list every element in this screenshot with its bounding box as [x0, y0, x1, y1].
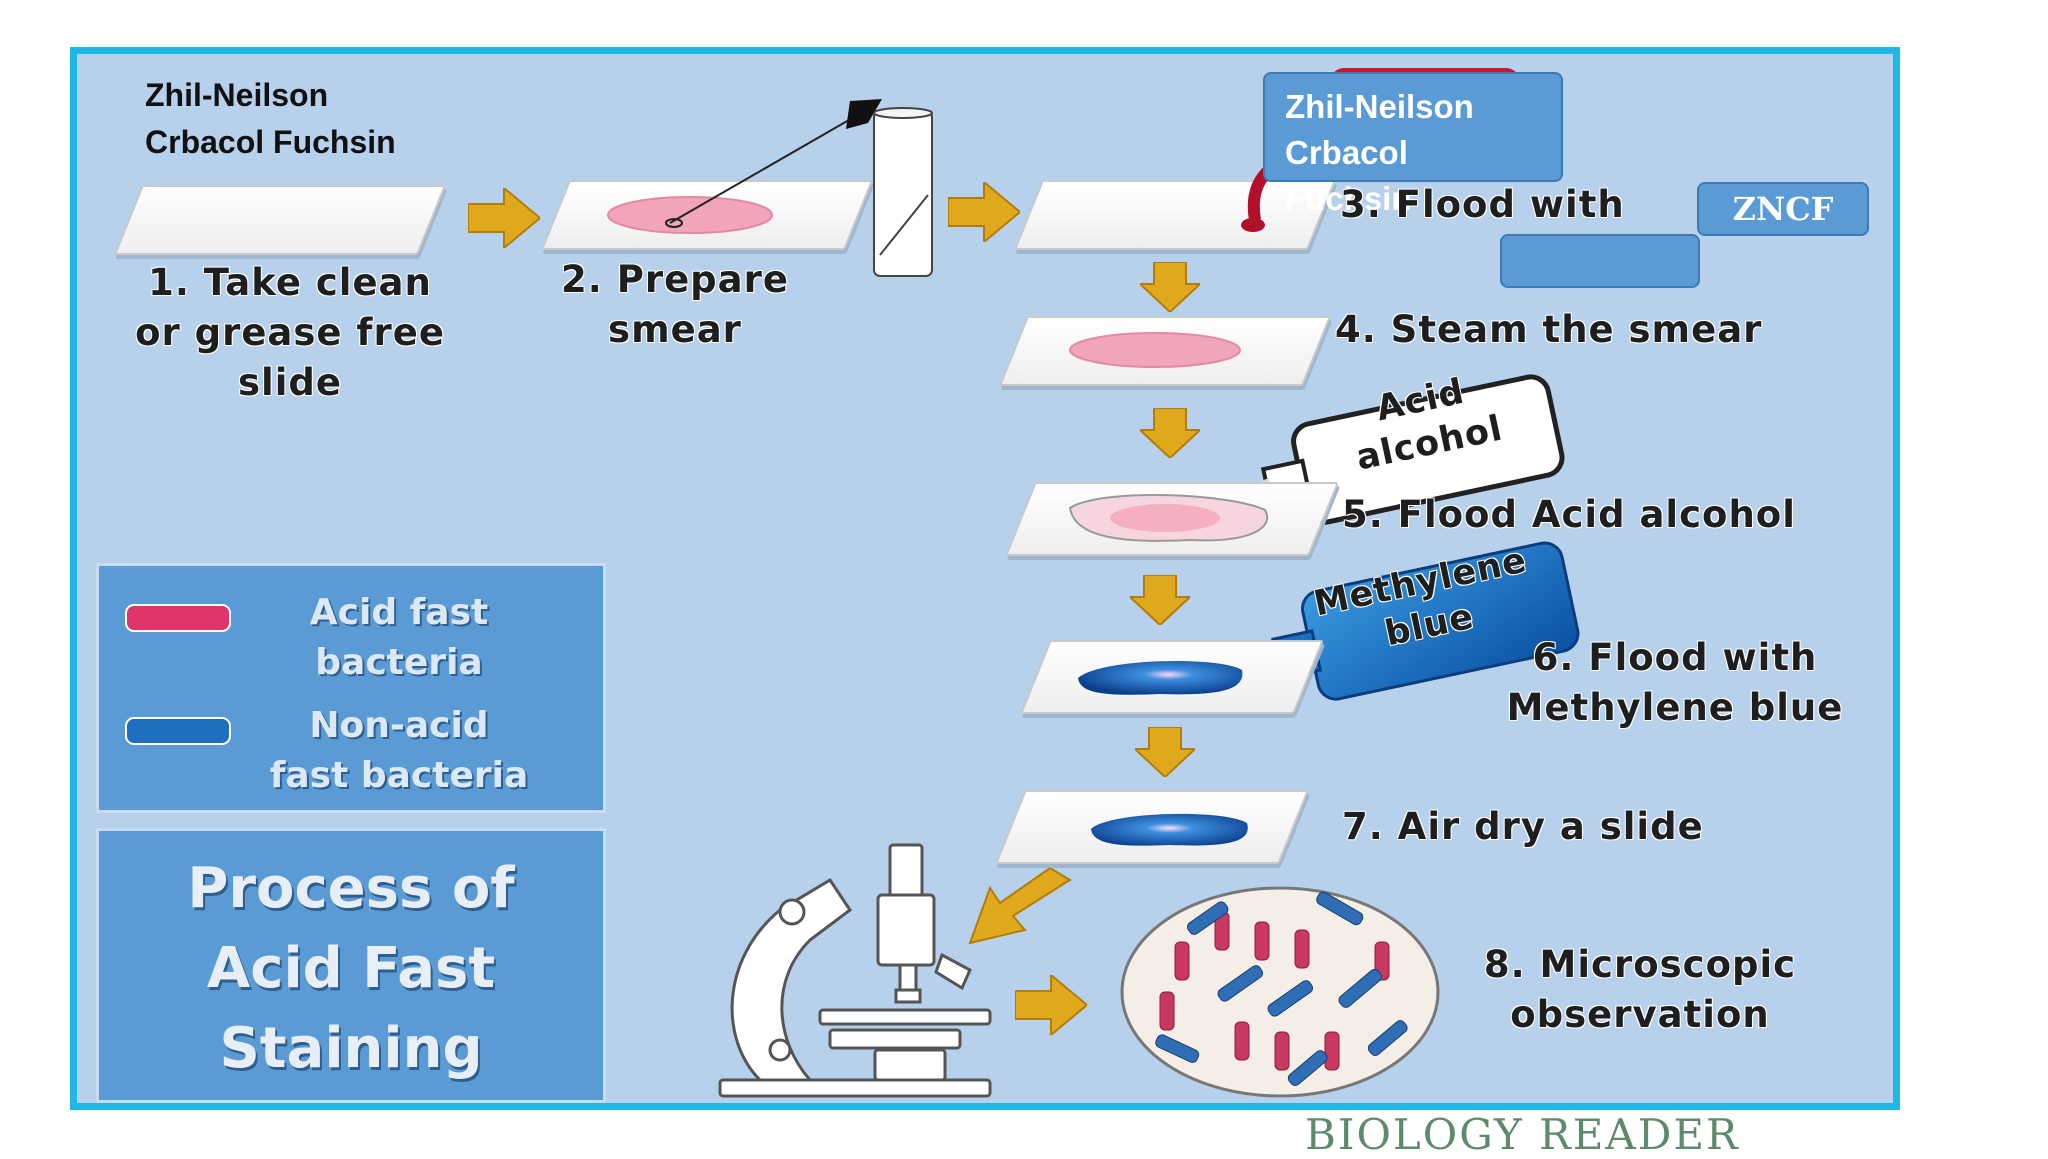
pink-smear-icon	[607, 196, 773, 234]
arrow-down-left-icon	[968, 868, 1072, 945]
legend: Acid fast bacteria Non-acid fast bacteri…	[96, 563, 606, 813]
legend-acid-fast-line1: Acid fast	[309, 592, 489, 633]
step2-label: 2. Prepare smear	[520, 255, 830, 355]
carbol-fuchsin-overlay: Zhil-Neilson Crbacol Fuchsin	[1263, 72, 1563, 217]
test-tube-icon	[873, 107, 933, 277]
title-box: Process of Acid Fast Staining	[96, 828, 606, 1103]
inoculating-loop-icon	[665, 99, 882, 228]
legend-non-acid-fast: Non-acid fast bacteria	[209, 701, 589, 801]
arrow-down-icon	[1130, 575, 1190, 625]
legend-acid-fast-line2: bacteria	[315, 642, 483, 683]
arrow-down-icon	[1140, 262, 1200, 312]
overlay-line1: Zhil-Neilson	[1285, 88, 1474, 125]
blue-smear-icon	[1078, 660, 1243, 695]
step3-label: 3. Flood with	[1340, 183, 1625, 226]
step5-label: 5. Flood Acid alcohol	[1342, 493, 1796, 536]
step2-line2: smear	[608, 308, 742, 351]
step6-label: 6. Flood with Methylene blue	[1465, 633, 1885, 733]
blue-smear-icon	[1091, 813, 1248, 846]
title-line1: Process of	[187, 856, 515, 921]
step1-line3: slide	[238, 361, 342, 404]
microscope-icon	[718, 843, 992, 1098]
arrow-right-icon	[468, 188, 540, 248]
step1-label: 1. Take clean or grease free slide	[105, 258, 475, 408]
arrow-right-icon	[1015, 975, 1087, 1035]
step6-line2: Methylene blue	[1506, 686, 1844, 729]
step7-label: 7. Air dry a slide	[1342, 805, 1704, 848]
brand-watermark: BIOLOGY READER	[1305, 1110, 1740, 1159]
zncf-box: ZNCF	[1697, 182, 1869, 236]
arrow-down-icon	[1135, 727, 1195, 777]
step8-line2: observation	[1510, 993, 1770, 1036]
stain-label-line2: Crbacol Fuchsin	[145, 124, 396, 160]
step1-line1: 1. Take clean	[148, 261, 432, 304]
step1-line2: or grease free	[135, 311, 445, 354]
non-acid-fast-swatch-icon	[125, 717, 231, 745]
faded-smear-icon	[1068, 494, 1268, 542]
step2-line1: 2. Prepare	[561, 258, 789, 301]
title-line3: Staining	[219, 1016, 483, 1081]
stain-label: Zhil-Neilson Crbacol Fuchsin	[145, 72, 396, 166]
arrow-right-icon	[948, 182, 1020, 242]
overlay-line2: Crbacol Fuchsin	[1285, 134, 1412, 217]
step4-label: 4. Steam the smear	[1335, 308, 1763, 351]
pink-smear-icon	[1069, 332, 1241, 368]
legend-non-acid-line1: Non-acid	[309, 705, 489, 746]
diagram-title: Process of Acid Fast Staining	[99, 849, 603, 1089]
legend-acid-fast: Acid fast bacteria	[249, 588, 549, 688]
slide-step1	[113, 185, 447, 255]
step6-line1: 6. Flood with	[1532, 636, 1818, 679]
title-line2: Acid Fast	[206, 936, 496, 1001]
acid-fast-swatch-icon	[125, 604, 231, 632]
microscopic-field-icon	[1120, 886, 1440, 1098]
arrow-down-icon	[1140, 408, 1200, 458]
legend-non-acid-line2: fast bacteria	[269, 755, 529, 796]
step8-line1: 8. Microscopic	[1483, 943, 1797, 986]
step8-label: 8. Microscopic observation	[1445, 940, 1835, 1040]
blank-box	[1500, 234, 1700, 288]
stain-label-line1: Zhil-Neilson	[145, 77, 329, 113]
